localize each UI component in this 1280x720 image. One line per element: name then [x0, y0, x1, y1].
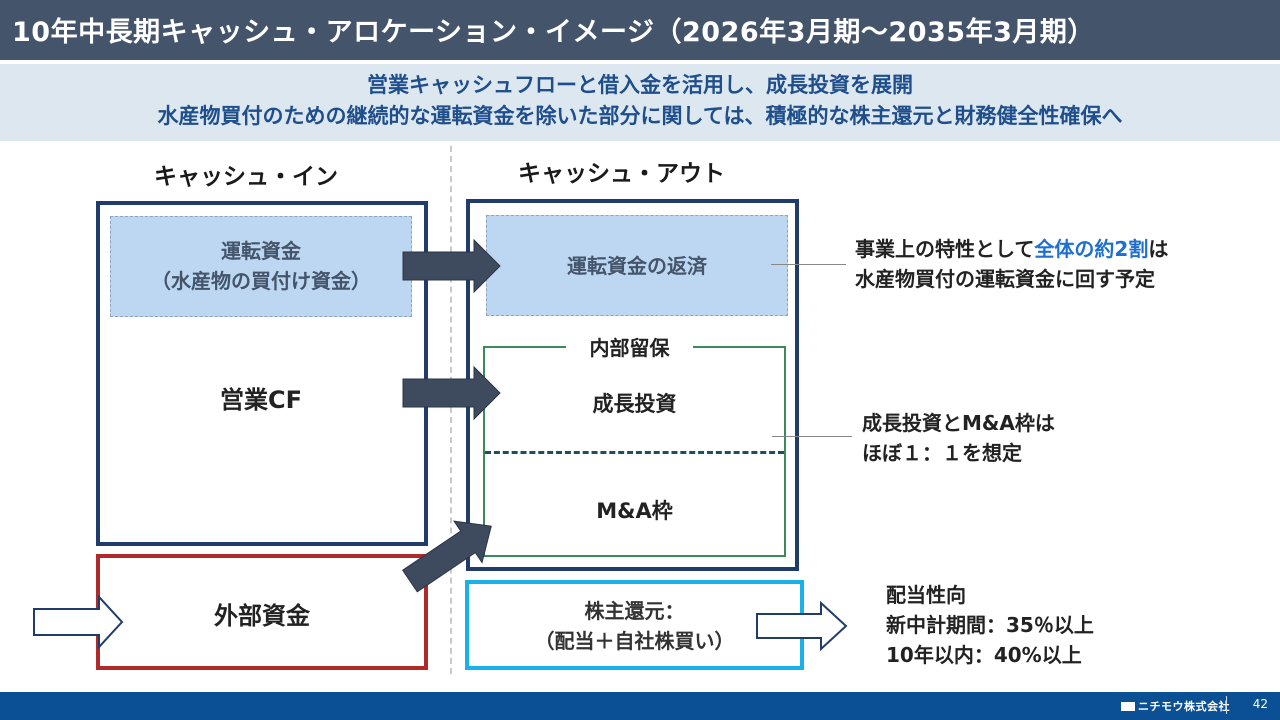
company-logo: ニチモウ株式会社 — [1121, 698, 1230, 714]
working-capital-label: 運転資金 — [221, 239, 301, 263]
external-funds-arrow-icon — [402, 520, 492, 593]
cash-out-heading: キャッシュ・アウト — [518, 161, 725, 187]
note2-leader-line — [772, 436, 852, 437]
company-name: ニチモウ株式会社 — [1138, 700, 1230, 713]
payout-ratio-note: 配当性向 新中計期間：35％以上 10年以内：40%以上 — [886, 580, 1094, 670]
growth-ma-divider — [485, 451, 784, 454]
subtitle-line-1: 営業キャッシュフローと借入金を活用し、成長投資を展開 — [367, 73, 913, 97]
note2-line-2: ほぼ１：１を想定 — [862, 441, 1022, 465]
note1-text-post: は — [1148, 237, 1169, 261]
column-divider — [450, 146, 452, 674]
company-mark-icon — [1121, 702, 1135, 711]
subtitle-banner: 営業キャッシュフローと借入金を活用し、成長投資を展開 水産物買付のための継続的な… — [0, 64, 1280, 141]
note2-line-1: 成長投資とM&A枠は — [862, 411, 1055, 435]
note1-line-2: 水産物買付の運転資金に回す予定 — [855, 267, 1155, 291]
page-number: 42 — [1252, 697, 1268, 711]
working-capital-in: 運転資金 （水産物の買付け資金） — [110, 216, 412, 317]
cash-in-heading: キャッシュ・イン — [154, 164, 338, 190]
ma-budget-label: M&A枠 — [596, 499, 673, 523]
growth-ma-note: 成長投資とM&A枠は ほぼ１：１を想定 — [862, 408, 1055, 468]
note1-text-pre: 事業上の特性として — [855, 237, 1035, 261]
retained-earnings-label: 内部留保 — [566, 332, 693, 361]
footer-separator — [1226, 696, 1227, 714]
operating-cf-label: 営業CF — [219, 386, 302, 414]
page-title: 10年中長期キャッシュ・アロケーション・イメージ（2026年3月期～2035年3… — [0, 0, 1280, 60]
note3-line-2: 新中計期間：35％以上 — [886, 613, 1094, 637]
note3-line-1: 配当性向 — [886, 583, 966, 607]
external-funds-label: 外部資金 — [214, 602, 310, 630]
working-capital-detail: （水産物の買付け資金） — [151, 269, 371, 293]
growth-investment-label: 成長投資 — [592, 392, 677, 416]
working-capital-note: 事業上の特性として全体の約2割は 水産物買付の運転資金に回す予定 — [855, 234, 1168, 294]
note1-leader-line — [771, 264, 846, 265]
note1-highlight: 全体の約2割 — [1034, 237, 1149, 261]
shareholder-return-label: 株主還元： — [584, 599, 685, 623]
shareholder-return-detail: （配当＋自社株買い） — [534, 629, 735, 653]
inflow-arrow-icon — [33, 594, 124, 650]
outflow-arrow-icon — [756, 600, 848, 652]
note3-line-3: 10年以内：40%以上 — [886, 643, 1082, 667]
footer-bar: ニチモウ株式会社 42 — [0, 692, 1280, 720]
working-capital-repayment: 運転資金の返済 — [486, 215, 788, 316]
cash-in-box — [96, 201, 428, 546]
working-capital-arrow-icon — [402, 238, 501, 294]
operating-cf-arrow-icon — [402, 365, 501, 421]
subtitle-line-2: 水産物買付のための継続的な運転資金を除いた部分に関しては、積極的な株主還元と財務… — [157, 104, 1123, 128]
